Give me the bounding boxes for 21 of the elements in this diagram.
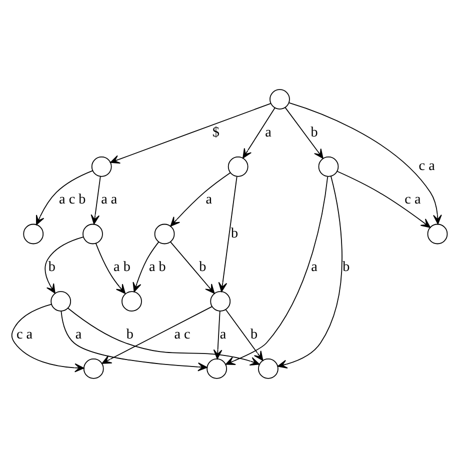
edge-label: a c <box>174 326 190 342</box>
edge-label: a c b <box>59 191 86 208</box>
edge-label: b <box>231 224 238 241</box>
edge-label: b <box>126 326 134 342</box>
edge-label: $ <box>212 124 220 140</box>
edge-label: c a <box>404 191 421 208</box>
edge-label: a <box>220 326 226 342</box>
edge-label: a <box>265 124 272 140</box>
edge-label: c a <box>16 326 33 342</box>
edge-label: b <box>310 124 318 140</box>
edge-label: b <box>250 326 258 342</box>
edge-label: a a <box>101 191 118 208</box>
edge-label: c a <box>418 158 435 174</box>
edge-label: a b <box>114 258 130 275</box>
edge-label: a <box>311 258 318 275</box>
edge-label: a <box>206 191 212 208</box>
edge-label: b <box>342 258 350 275</box>
edge-label: b <box>199 258 206 275</box>
edge-label: a b <box>148 258 166 275</box>
edge-label: b <box>48 258 56 275</box>
edge-label: a <box>75 326 82 342</box>
